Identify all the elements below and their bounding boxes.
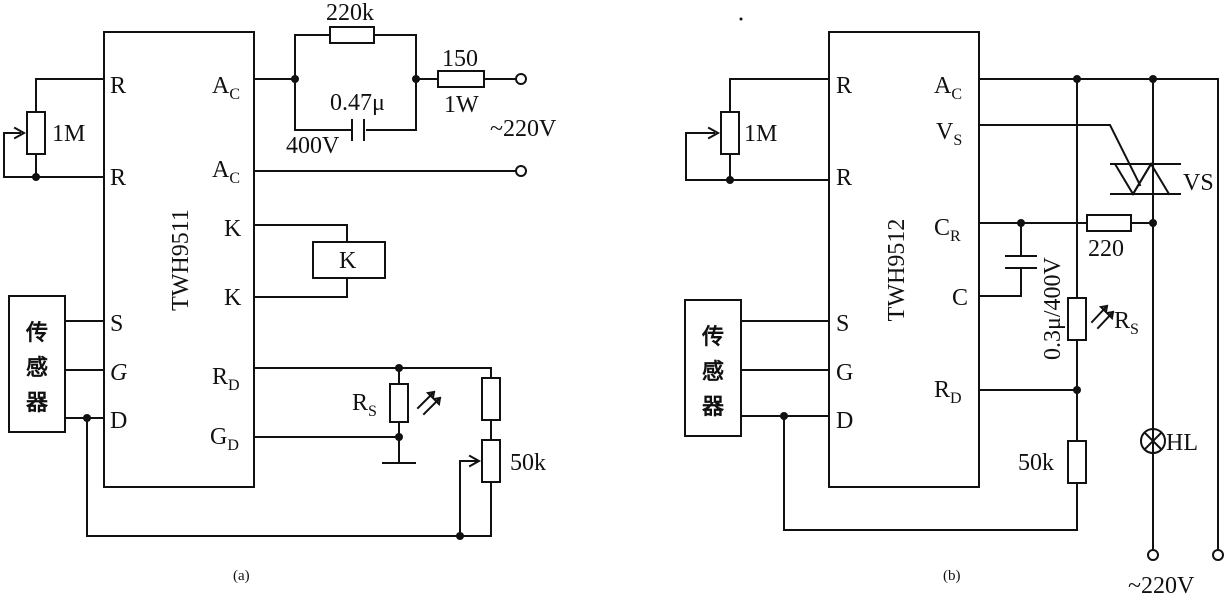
diagram-b: TWH9512 R R S G D AC VS CR C RD 1M 传 感 器 <box>684 31 1224 598</box>
chip-a-pin-ac2: AC <box>212 157 240 187</box>
mains-a-label: ~220V <box>490 116 557 142</box>
pot-50k-a-label: 50k <box>510 450 546 476</box>
lamp-label: HL <box>1166 430 1198 456</box>
ac-network-a: 220k 0.47μ 400V 150 1W ~220V <box>253 0 557 177</box>
svg-text:器: 器 <box>25 391 49 416</box>
pot-1m-b: 1M <box>685 78 830 184</box>
r-50k-b-label: 50k <box>1018 450 1054 476</box>
chip-b-pin-s: S <box>836 311 849 337</box>
chip-a-pin-ac1: AC <box>212 73 240 103</box>
rs-a-label: RS <box>352 390 377 420</box>
cap-b-label: 0.3μ/400V <box>1040 256 1066 360</box>
caption-b: (b) <box>943 568 961 584</box>
chip-a-pin-r2: R <box>110 165 126 191</box>
pot-1m-a-label: 1M <box>52 121 85 147</box>
diagram-a: TWH9511 R R S G D AC AC K K RD GD 1M 传 感… <box>3 0 557 584</box>
c-047-label: 0.47μ <box>330 90 385 116</box>
chip-a-pin-gd: GD <box>210 424 239 454</box>
chip-b-pin-d: D <box>836 408 853 434</box>
r-150-label: 150 <box>442 46 478 72</box>
c-400v-label: 400V <box>286 133 340 159</box>
chip-a-pin-d: D <box>110 408 127 434</box>
chip-b-pin-rd: RD <box>934 377 962 407</box>
chip-a-pin-rd: RD <box>212 364 240 394</box>
chip-a-pin-r1: R <box>110 73 126 99</box>
pot-1m-b-label: 1M <box>744 121 777 147</box>
relay-k-label: K <box>339 248 357 274</box>
light-sensor-a: RS 50k <box>86 364 546 540</box>
power-stage-b: VS HL ~220V <box>978 75 1224 598</box>
rs-b-label: RS <box>1114 308 1139 338</box>
chip-b-body <box>828 31 980 488</box>
chip-b-name: TWH9512 <box>884 219 910 322</box>
speck <box>739 17 743 21</box>
triac-label: VS <box>1183 170 1214 196</box>
sensor-a: 传 感 器 <box>8 295 105 433</box>
svg-text:感: 感 <box>702 359 724 385</box>
chip-a-pin-g: G <box>110 360 127 386</box>
svg-text:传: 传 <box>701 325 724 350</box>
pot-1m-a: 1M <box>3 78 105 181</box>
r-220k-label: 220k <box>326 0 374 26</box>
light-sensor-b: RS 50k <box>783 78 1139 531</box>
chip-b-pin-vs: VS <box>936 119 962 149</box>
chip-b-pin-r2: R <box>836 165 852 191</box>
chip-a-pin-k2: K <box>224 285 242 311</box>
chip-b-pin-r1: R <box>836 73 852 99</box>
svg-text:器: 器 <box>701 395 725 420</box>
chip-b-pin-g: G <box>836 360 853 386</box>
chip-a-pin-k1: K <box>224 216 242 242</box>
caption-a: (a) <box>233 568 250 584</box>
chip-a-body <box>103 31 255 488</box>
chip-b-pin-cr: CR <box>934 215 961 245</box>
chip-a-name: TWH9511 <box>168 209 194 311</box>
svg-text:感: 感 <box>26 355 48 381</box>
sensor-b: 传 感 器 <box>684 299 830 437</box>
gate-network-b: 220 0.3μ/400V <box>978 214 1154 360</box>
chip-b-pin-c: C <box>952 285 968 311</box>
svg-text:传: 传 <box>25 321 48 346</box>
r-1w-label: 1W <box>444 92 479 118</box>
r-220-label: 220 <box>1088 236 1124 262</box>
chip-b-pin-ac: AC <box>934 73 962 103</box>
relay-k: K <box>253 224 386 298</box>
chip-a-pin-s: S <box>110 311 123 337</box>
mains-b-label: ~220V <box>1128 573 1195 598</box>
